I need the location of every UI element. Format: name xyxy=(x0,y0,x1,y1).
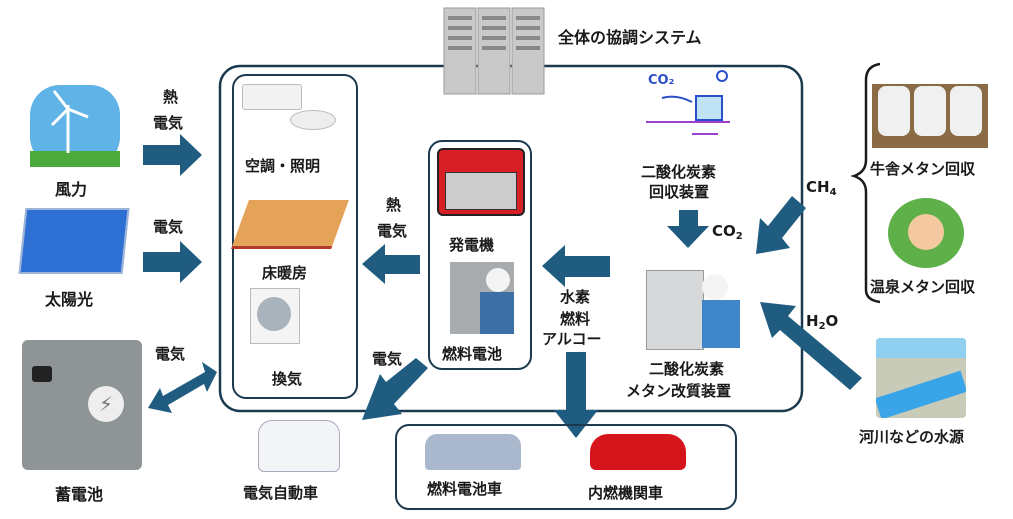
wind-turbine-icon xyxy=(30,85,120,167)
ev-car-icon xyxy=(258,420,340,472)
reformer-icon xyxy=(646,270,742,350)
arrow-gen-to-ev xyxy=(362,358,428,420)
wind-elec-label: 電気 xyxy=(153,114,184,132)
wind-heat-label: 熱 xyxy=(163,88,179,106)
gen-heat-label: 熱 xyxy=(386,196,402,214)
generation-box xyxy=(428,140,532,370)
arrow-co2-down xyxy=(667,210,709,248)
solar-elec-label: 電気 xyxy=(153,218,184,236)
fcv-label: 燃料電池車 xyxy=(427,480,503,498)
server-icon xyxy=(442,6,552,96)
wind-label: 風力 xyxy=(55,180,88,199)
fuel-label-alcohol: アルコー xyxy=(542,330,602,348)
floor-heating-label: 床暖房 xyxy=(262,264,308,282)
arrow-reformer-to-gen xyxy=(542,245,610,287)
fcv-car-icon xyxy=(425,434,521,470)
arrow-h2o xyxy=(760,302,862,390)
ch4-label: CH4 xyxy=(806,178,837,198)
battery-label: 蓄電池 xyxy=(55,485,104,504)
consumer-box xyxy=(232,74,358,399)
vehicle-box xyxy=(395,424,737,510)
storage-battery-icon: ⚡ xyxy=(22,340,142,470)
battery-elec-label: 電気 xyxy=(155,345,186,363)
air-conditioner-icon xyxy=(242,84,302,110)
hot-spring-icon xyxy=(888,198,964,268)
system-title: 全体の協調システム xyxy=(558,28,702,47)
fuel-label-fuel: 燃料 xyxy=(560,310,591,328)
gen-to-ev-label: 電気 xyxy=(372,350,403,368)
ice-car-icon xyxy=(590,434,686,470)
svg-text:CO₂: CO₂ xyxy=(648,73,674,88)
ceiling-light-icon xyxy=(290,110,336,130)
river-icon xyxy=(876,338,966,418)
fuel-label-hydrogen: 水素 xyxy=(560,288,591,306)
ev-label: 電気自動車 xyxy=(243,484,319,502)
arrow-ch4 xyxy=(756,196,806,254)
co2-capture-label-2: 回収装置 xyxy=(649,183,710,201)
co2-arrow-label: CO2 xyxy=(712,222,743,242)
arrow-fuel-down xyxy=(554,352,598,438)
fuel-cell-icon xyxy=(450,262,514,334)
aircon-lighting-label: 空調・照明 xyxy=(245,157,321,175)
co2-capture-icon: CO₂ xyxy=(646,68,730,148)
h2o-label: H2O xyxy=(806,312,839,332)
co2-capture-label-1: 二酸化炭素 xyxy=(641,163,717,181)
arrow-battery-home xyxy=(148,362,217,413)
reformer-label-1: 二酸化炭素 xyxy=(649,360,725,378)
generator-label: 発電機 xyxy=(449,236,495,254)
reformer-label-2: メタン改質装置 xyxy=(626,382,732,400)
solar-panel-icon xyxy=(18,208,130,274)
hot-spring-label: 温泉メタン回収 xyxy=(870,278,976,296)
arrow-solar-to-home xyxy=(143,241,202,283)
cowshed-icon xyxy=(872,84,988,148)
fuel-cell-label: 燃料電池 xyxy=(442,345,503,363)
arrow-wind-to-home xyxy=(143,134,202,176)
cowshed-label: 牛舎メタン回収 xyxy=(870,160,976,178)
gen-elec-label: 電気 xyxy=(377,222,408,240)
ventilation-label: 換気 xyxy=(272,370,303,388)
system-boundary xyxy=(218,64,804,413)
methane-brace xyxy=(850,62,881,304)
ventilation-fan-icon xyxy=(250,288,300,344)
ice-label: 内燃機関車 xyxy=(588,484,664,502)
floor-heating-icon xyxy=(231,200,349,249)
arrow-gen-to-home xyxy=(362,244,420,284)
river-label: 河川などの水源 xyxy=(859,428,965,446)
generator-icon xyxy=(437,148,525,216)
solar-label: 太陽光 xyxy=(45,290,94,309)
